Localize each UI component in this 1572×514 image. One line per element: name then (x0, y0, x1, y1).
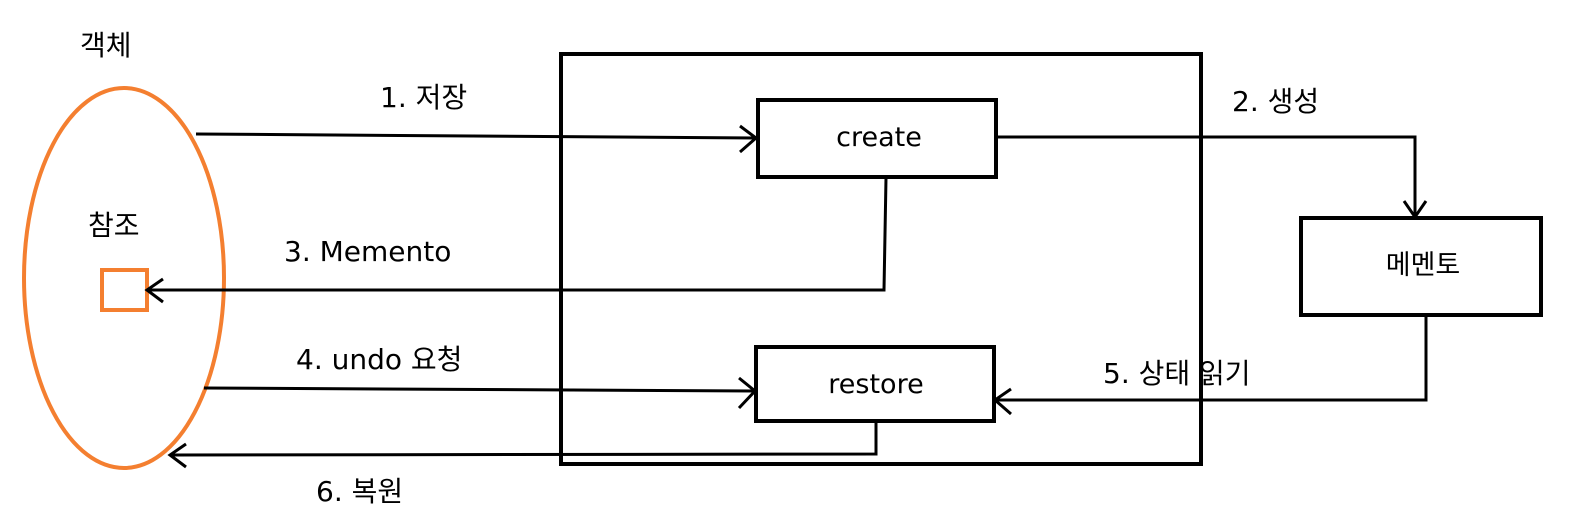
arrow-create (996, 135, 1428, 220)
step5-label: 5. 상태 읽기 (1103, 357, 1251, 390)
step4-label: 4. undo 요청 (296, 343, 463, 376)
restore-box (754, 345, 996, 423)
object-ellipse (22, 86, 226, 470)
create-box-label: create (836, 122, 922, 153)
arrow-restore (167, 422, 878, 469)
memento-box (1299, 216, 1543, 317)
step2-label: 2. 생성 (1232, 85, 1320, 118)
object-title: 객체 (80, 29, 132, 62)
arrow-undo (203, 376, 758, 410)
memento-box-label: 메멘토 (1385, 250, 1461, 281)
step3-label: 3. Memento (284, 235, 452, 268)
step1-label: 1. 저장 (380, 81, 468, 114)
originator-frame (559, 52, 1203, 466)
arrow-save (195, 124, 759, 154)
restore-box-label: restore (828, 369, 924, 400)
arrow-memento-return (144, 177, 888, 304)
step6-label: 6. 복원 (316, 475, 404, 508)
reference-square (100, 268, 149, 312)
reference-label: 참조 (88, 209, 140, 242)
arrow-read-state (992, 316, 1428, 416)
